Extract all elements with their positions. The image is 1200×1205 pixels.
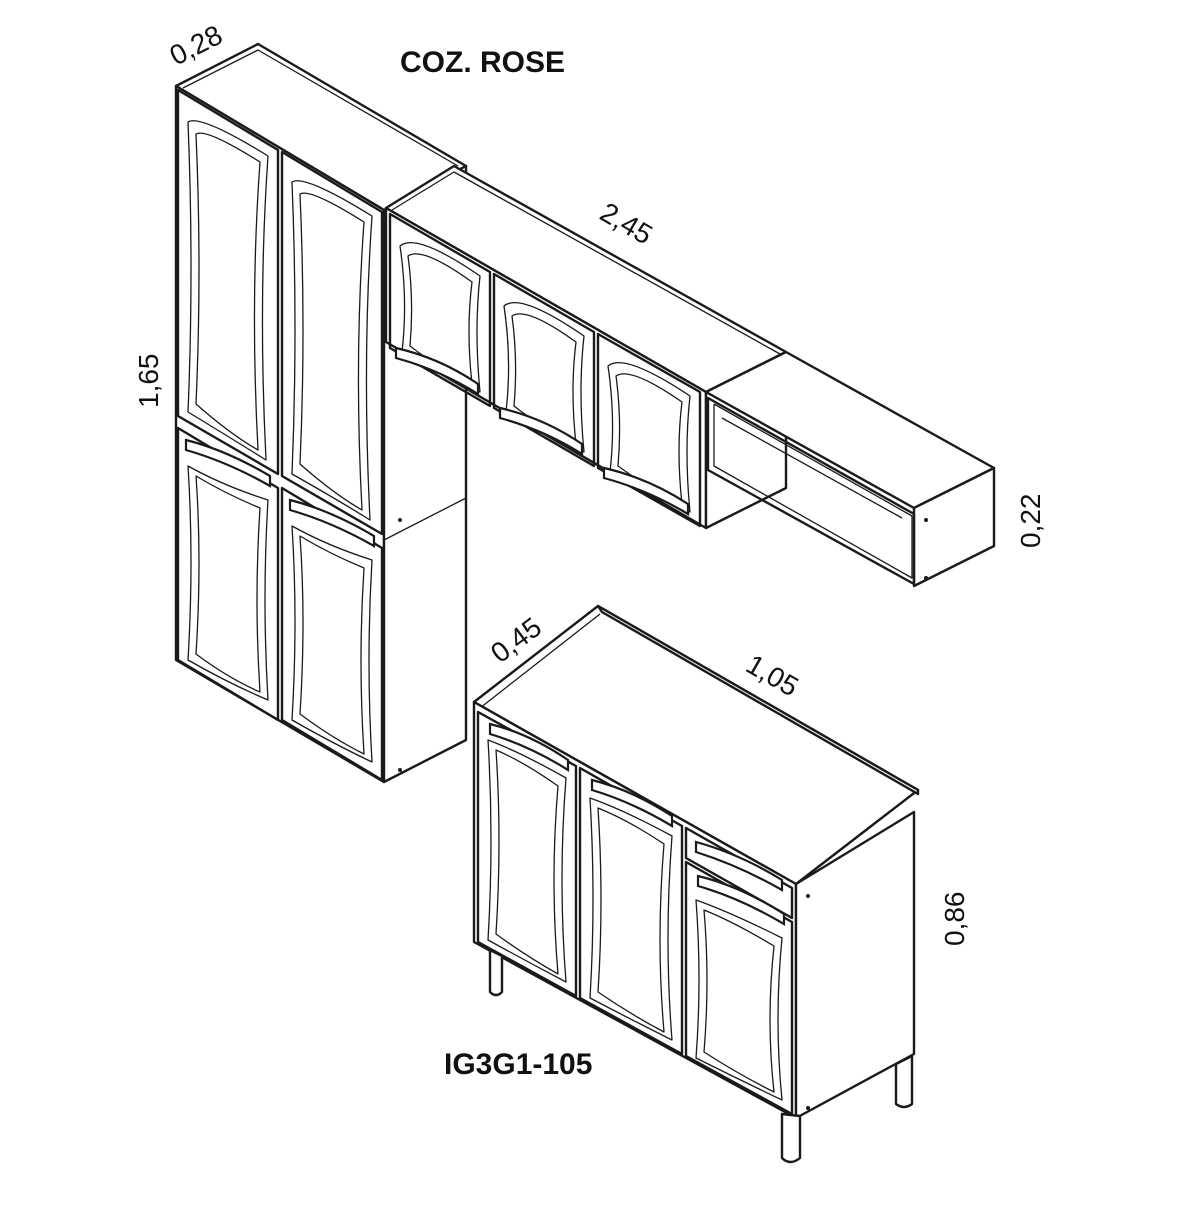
tall-cabinet (174, 42, 468, 784)
tall-upper-right-door (280, 150, 384, 536)
upper-wall-cabinet (384, 164, 788, 530)
base-legs (488, 948, 914, 1164)
leg-front-right (780, 1112, 802, 1164)
dim-tall-height: 1,65 (133, 354, 164, 409)
base-door-2-handle (590, 778, 674, 828)
tall-lower-right-door (280, 486, 384, 782)
leg-front-left (488, 948, 504, 997)
base-door-1-handle (488, 722, 570, 772)
base-cabinet (472, 604, 920, 1164)
upper-door-2 (492, 272, 596, 468)
upper-door-1 (388, 212, 492, 408)
open-niche (704, 350, 996, 588)
base-backsplash (596, 604, 920, 796)
title-top: COZ. ROSE (400, 46, 565, 79)
upper-door-3 (596, 332, 702, 528)
tall-cabinet-top-edge (182, 49, 459, 167)
dim-base-height: 0,86 (939, 892, 970, 947)
tall-cabinet-side-joint (383, 497, 467, 541)
tall-upper-left-door (176, 88, 280, 476)
dim-upper-width: 2,45 (595, 196, 658, 250)
base-door-1 (476, 710, 578, 998)
base-door-3-handle (696, 874, 786, 926)
tall-lower-left-door (176, 426, 280, 722)
base-door-2 (578, 766, 684, 1056)
base-drawer-handle (694, 840, 784, 892)
title-bottom: IG3G1-105 (444, 1048, 592, 1081)
base-cabinet-side (794, 810, 916, 1120)
base-drawer (684, 826, 794, 920)
dim-niche-height: 0,22 (1015, 494, 1046, 549)
tall-lower-left-handle (184, 438, 272, 488)
tall-lower-right-handle (288, 498, 376, 548)
leg-back-right (894, 1054, 914, 1109)
niche-opening (706, 396, 916, 586)
